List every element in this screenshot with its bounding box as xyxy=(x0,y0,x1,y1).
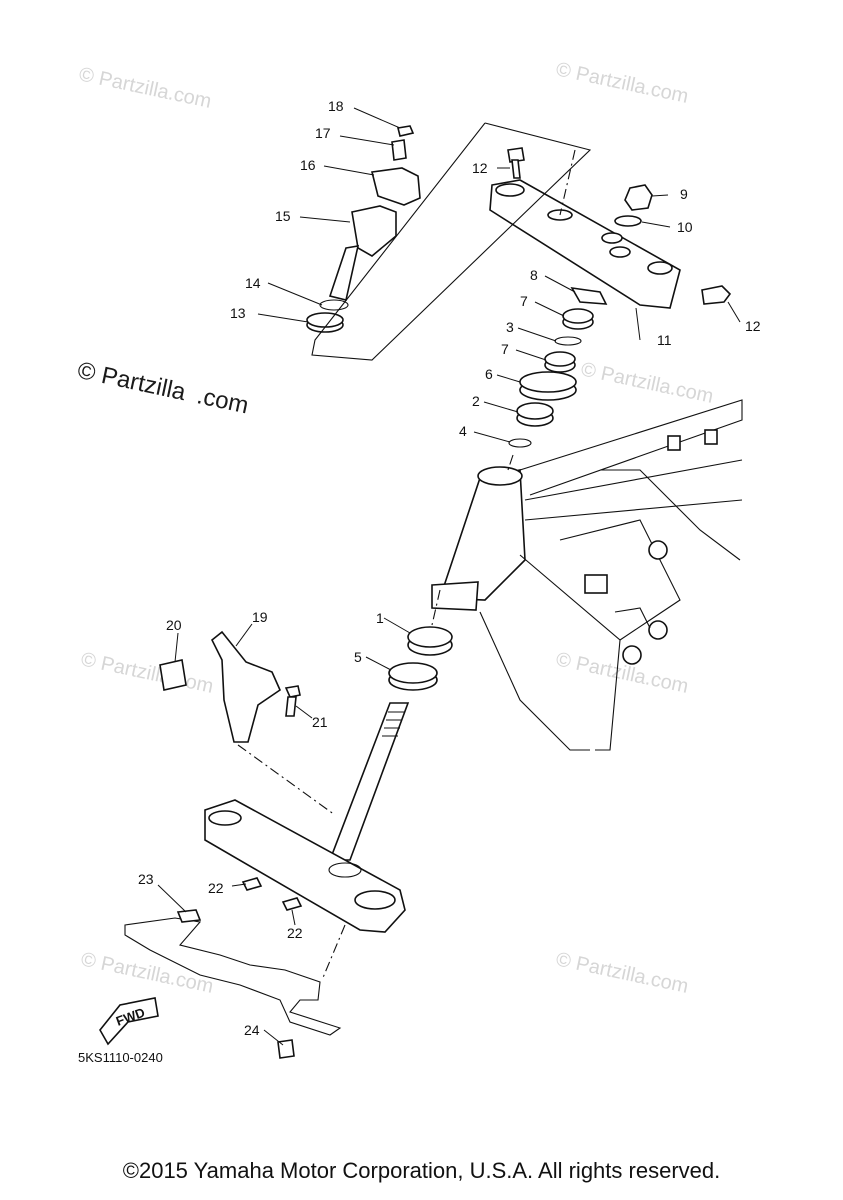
callout-4: 4 xyxy=(459,423,467,439)
handlebar-holder xyxy=(306,125,421,333)
diagram-code: 5KS1110-0240 xyxy=(78,1050,163,1065)
callout-17: 17 xyxy=(315,125,331,141)
leader-lines xyxy=(157,107,741,1046)
callout-16: 16 xyxy=(300,157,316,173)
bearing-stack xyxy=(388,286,608,691)
upper-bracket xyxy=(489,147,732,309)
watermark-mid-left: © Partzilla.com xyxy=(79,648,215,698)
callout-2: 2 xyxy=(472,393,480,409)
wire-guard xyxy=(124,877,342,1059)
watermark-top-left: © Partzilla.com xyxy=(77,63,213,113)
callout-22a: 22 xyxy=(208,880,224,896)
callout-labels: 1 2 3 4 5 6 7 7 8 9 10 11 12 12 13 14 15… xyxy=(138,98,761,1038)
callout-22b: 22 xyxy=(287,925,303,941)
callout-8: 8 xyxy=(530,267,538,283)
watermark-large: © Partzilla .com xyxy=(75,357,251,420)
side-bracket xyxy=(159,630,301,743)
watermark-large-line2: .com xyxy=(194,382,250,419)
callout-9: 9 xyxy=(680,186,688,202)
watermark-large-line1: © Partzilla xyxy=(75,357,189,406)
callout-24: 24 xyxy=(244,1022,260,1038)
callout-11: 11 xyxy=(657,332,672,348)
fwd-arrow: FWD xyxy=(99,997,159,1046)
callout-18: 18 xyxy=(328,98,344,114)
callout-10: 10 xyxy=(677,219,693,235)
callout-12b: 12 xyxy=(745,318,761,334)
callout-20: 20 xyxy=(166,617,182,633)
callout-1: 1 xyxy=(376,610,384,626)
watermark-bottom-right: © Partzilla.com xyxy=(554,948,690,998)
callout-21: 21 xyxy=(312,714,328,730)
watermark-top-right: © Partzilla.com xyxy=(554,58,690,108)
assembly-lines xyxy=(237,122,592,981)
callout-19: 19 xyxy=(252,609,268,625)
callout-13: 13 xyxy=(230,305,246,321)
lower-bracket xyxy=(204,702,410,933)
callout-5: 5 xyxy=(354,649,362,665)
callout-6: 6 xyxy=(485,366,493,382)
copyright-notice: ©2015 Yamaha Motor Corporation, U.S.A. A… xyxy=(122,1158,721,1183)
frame xyxy=(431,399,743,751)
callout-14: 14 xyxy=(245,275,261,291)
watermark-frame: © Partzilla.com xyxy=(579,358,715,408)
watermark-bottom-left: © Partzilla.com xyxy=(79,948,215,998)
callout-12a: 12 xyxy=(472,160,488,176)
callout-23: 23 xyxy=(138,871,154,887)
watermark-mid-right: © Partzilla.com xyxy=(554,648,690,698)
callout-7b: 7 xyxy=(501,341,509,357)
callout-3: 3 xyxy=(506,319,514,335)
callout-15: 15 xyxy=(275,208,291,224)
callout-7a: 7 xyxy=(520,293,528,309)
